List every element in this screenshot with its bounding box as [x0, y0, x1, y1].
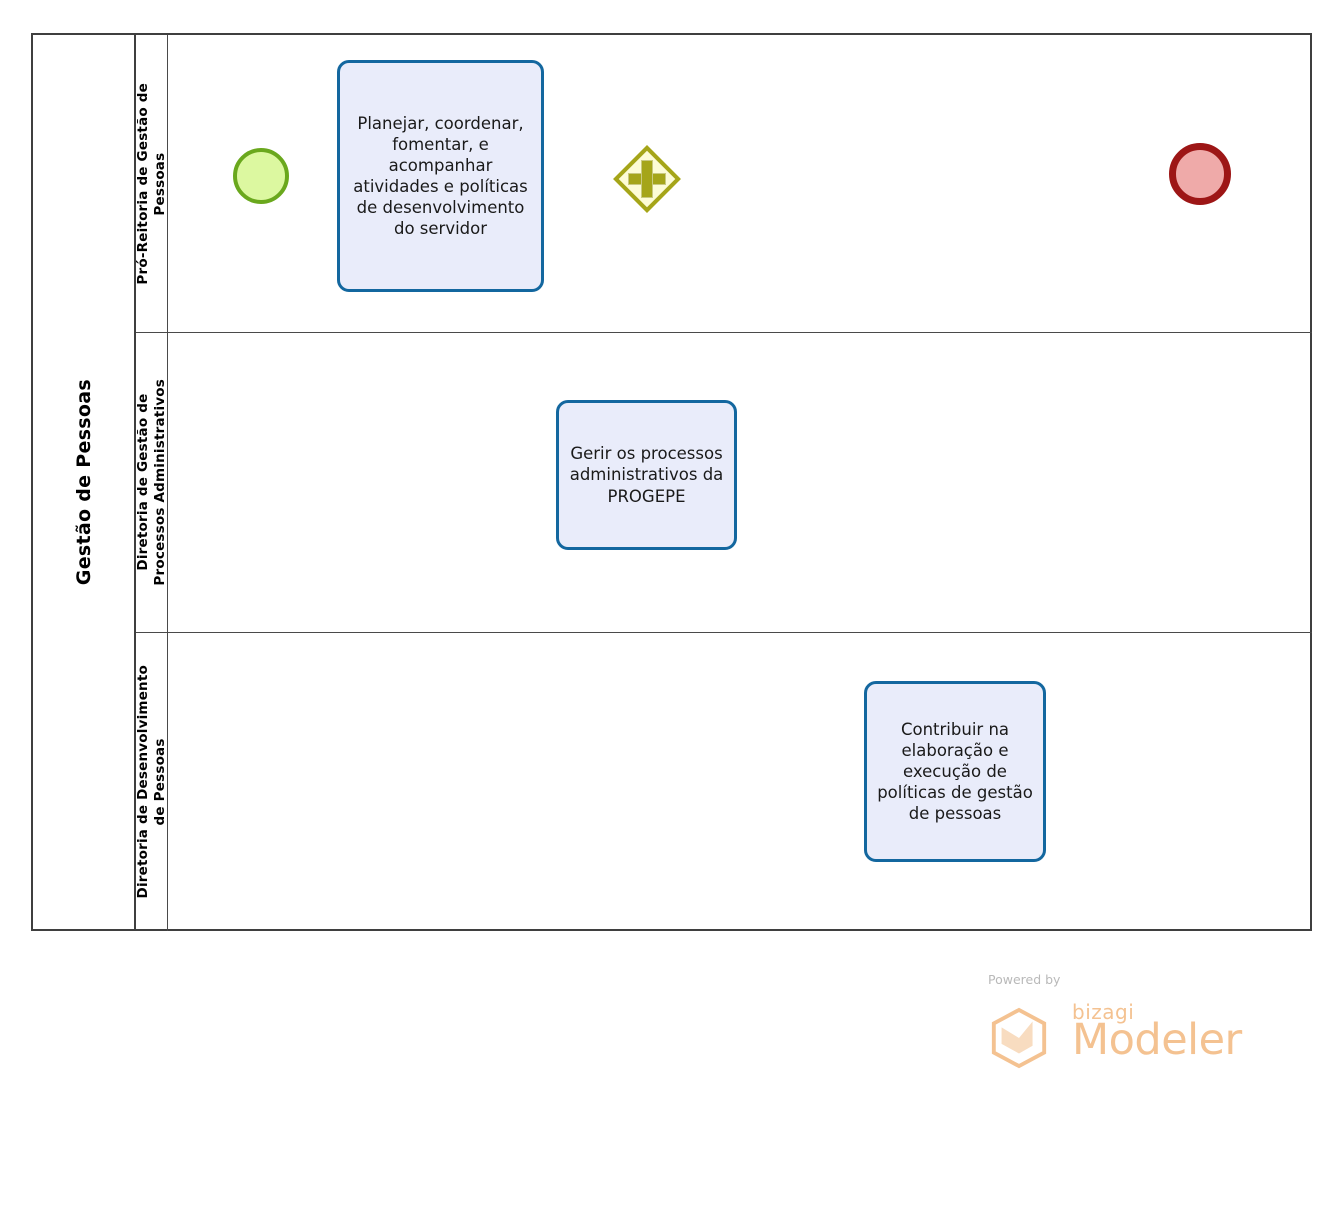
- watermark-product-text: Modeler: [1072, 1015, 1242, 1065]
- watermark-brand-text: bizagi: [1072, 1000, 1135, 1024]
- pool-title: Gestão de Pessoas: [72, 378, 95, 586]
- end-event[interactable]: [1169, 143, 1231, 205]
- lane-pro-reitoria[interactable]: Pró-Reitoria de Gestão de Pessoas: [134, 35, 1312, 332]
- pool-header: Gestão de Pessoas: [33, 35, 136, 929]
- task-contribuir-label: Contribuir na elaboração e execução de p…: [877, 719, 1033, 824]
- task-gerir-processos-administrativos[interactable]: Gerir os processos administrativos da PR…: [556, 400, 737, 550]
- parallel-gateway[interactable]: [607, 139, 686, 218]
- lane-label-desenvolvimento: Diretoria de Desenvolvimento de Pessoas: [134, 665, 168, 899]
- lane-processos-adm[interactable]: Diretoria de Gestão de Processos Adminis…: [134, 332, 1312, 632]
- lane-header-processos-adm: Diretoria de Gestão de Processos Adminis…: [134, 333, 168, 632]
- lane-header-desenvolvimento: Diretoria de Desenvolvimento de Pessoas: [134, 633, 168, 931]
- lane-label-processos-adm: Diretoria de Gestão de Processos Adminis…: [134, 379, 168, 586]
- gateway-parallel-icon-vertical: [640, 159, 653, 198]
- start-event[interactable]: [233, 148, 289, 204]
- task-planejar-coordenar-fomentar[interactable]: Planejar, coordenar, fomentar, e acompan…: [337, 60, 544, 292]
- lane-label-pro-reitoria: Pró-Reitoria de Gestão de Pessoas: [134, 82, 168, 285]
- bizagi-logo-icon: [991, 1007, 1047, 1069]
- lane-header-pro-reitoria: Pró-Reitoria de Gestão de Pessoas: [134, 35, 168, 332]
- task-contribuir-politicas-gestao-pessoas[interactable]: Contribuir na elaboração e execução de p…: [864, 681, 1046, 862]
- task-gerir-label: Gerir os processos administrativos da PR…: [569, 444, 724, 506]
- task-planejar-label: Planejar, coordenar, fomentar, e acompan…: [353, 113, 528, 239]
- bizagi-watermark: Powered by bizagi Modeler: [988, 972, 1248, 1072]
- lane-desenvolvimento[interactable]: Diretoria de Desenvolvimento de Pessoas: [134, 632, 1312, 931]
- watermark-powered-by-text: Powered by: [988, 972, 1061, 987]
